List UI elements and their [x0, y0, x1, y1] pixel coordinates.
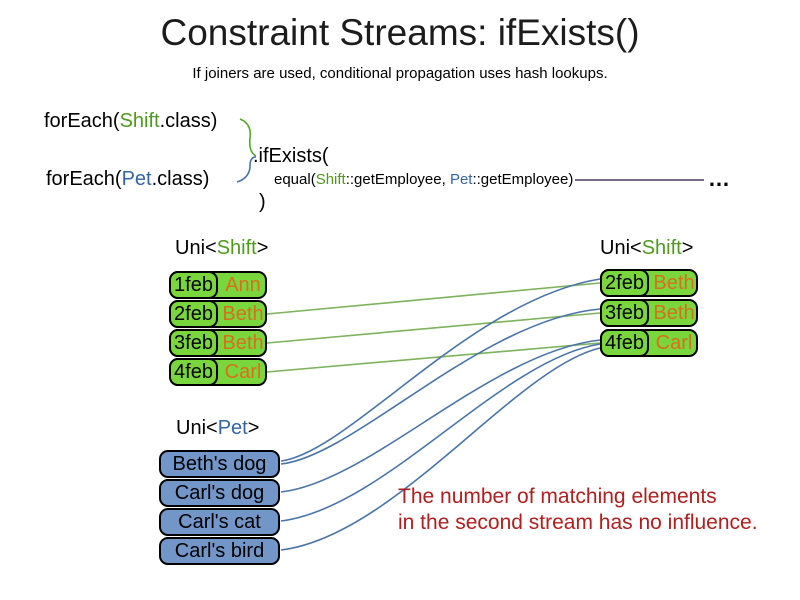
shift-row: 2feb Beth [169, 300, 267, 328]
shift-row: 2feb Beth [600, 269, 698, 297]
shift-row: 4feb Carl [169, 358, 267, 386]
shift-date-cell: 2feb [169, 300, 218, 328]
code-text: equal( [274, 171, 316, 188]
pet-list-label: Uni<Pet> [176, 417, 259, 440]
label-shift-type: Shift [216, 237, 257, 259]
label-text: Uni< [176, 417, 218, 439]
pet-box: Beth's dog [159, 450, 280, 478]
shift-date-cell: 2feb [600, 269, 649, 297]
code-foreach-pet: forEach(Pet.class) [46, 168, 209, 191]
label-text: Uni< [175, 237, 217, 259]
note-text: The number of matching elements in the s… [398, 484, 758, 536]
code-shift-type: Shift [315, 171, 346, 188]
code-text: ::getEmployee) [472, 171, 574, 188]
code-text: forEach( [46, 168, 122, 190]
right-shift-table-label: Uni<Shift> [600, 237, 693, 260]
shift-name-cell: Carl [655, 331, 693, 354]
shift-date-cell: 4feb [600, 329, 649, 357]
code-pet-type: Pet [121, 168, 152, 190]
code-foreach-shift: forEach(Shift.class) [44, 110, 217, 133]
code-shift-type: Shift [119, 110, 160, 132]
label-text: > [256, 237, 269, 259]
label-pet-type: Pet [217, 417, 248, 439]
code-pet-type: Pet [449, 171, 473, 188]
code-text: .class) [151, 168, 210, 190]
blue-connector-line [280, 308, 601, 465]
shift-row: 1feb Ann [169, 271, 267, 299]
page-subtitle: If joiners are used, conditional propaga… [192, 65, 608, 82]
blue-connector-line [280, 339, 601, 493]
note-line: in the second stream has no influence. [398, 511, 758, 534]
shift-row: 3feb Beth [169, 329, 267, 357]
shift-date-cell: 3feb [600, 299, 649, 327]
left-shift-table-label: Uni<Shift> [175, 237, 268, 260]
code-text: forEach( [44, 110, 120, 132]
shift-date-cell: 4feb [169, 358, 218, 386]
note-line: The number of matching elements [398, 485, 717, 508]
pet-box: Carl's cat [159, 508, 280, 536]
code-text: .class) [159, 110, 218, 132]
pet-box: Carl's bird [159, 537, 280, 565]
shift-name-cell: Beth [653, 301, 695, 324]
label-text: > [681, 237, 694, 259]
page-title: Constraint Streams: ifExists() [160, 12, 640, 53]
shift-row: 3feb Beth [600, 299, 698, 327]
green-connector-line [266, 312, 601, 344]
shift-name-cell: Beth [222, 302, 264, 325]
pet-box: Carl's dog [159, 479, 280, 507]
shift-name-cell: Carl [224, 360, 262, 383]
green-connector-line [266, 342, 601, 373]
shift-name-cell: Beth [222, 331, 264, 354]
code-text: ::getEmployee, [345, 171, 450, 188]
continuation-ellipsis: … [708, 166, 730, 191]
shift-date-cell: 3feb [169, 329, 218, 357]
shift-row: 4feb Carl [600, 329, 698, 357]
blue-connector-line [280, 278, 601, 462]
green-connector-line [266, 282, 601, 315]
shift-date-cell: 1feb [169, 271, 218, 299]
code-equal-joiner: equal(Shift::getEmployee, Pet::getEmploy… [274, 171, 573, 188]
label-text: > [247, 417, 260, 439]
label-shift-type: Shift [641, 237, 682, 259]
shift-name-cell: Beth [653, 271, 695, 294]
label-text: Uni< [600, 237, 642, 259]
code-ifexists: .ifExists( [253, 145, 329, 167]
shift-name-cell: Ann [225, 273, 261, 296]
code-close-paren: ) [259, 191, 266, 213]
